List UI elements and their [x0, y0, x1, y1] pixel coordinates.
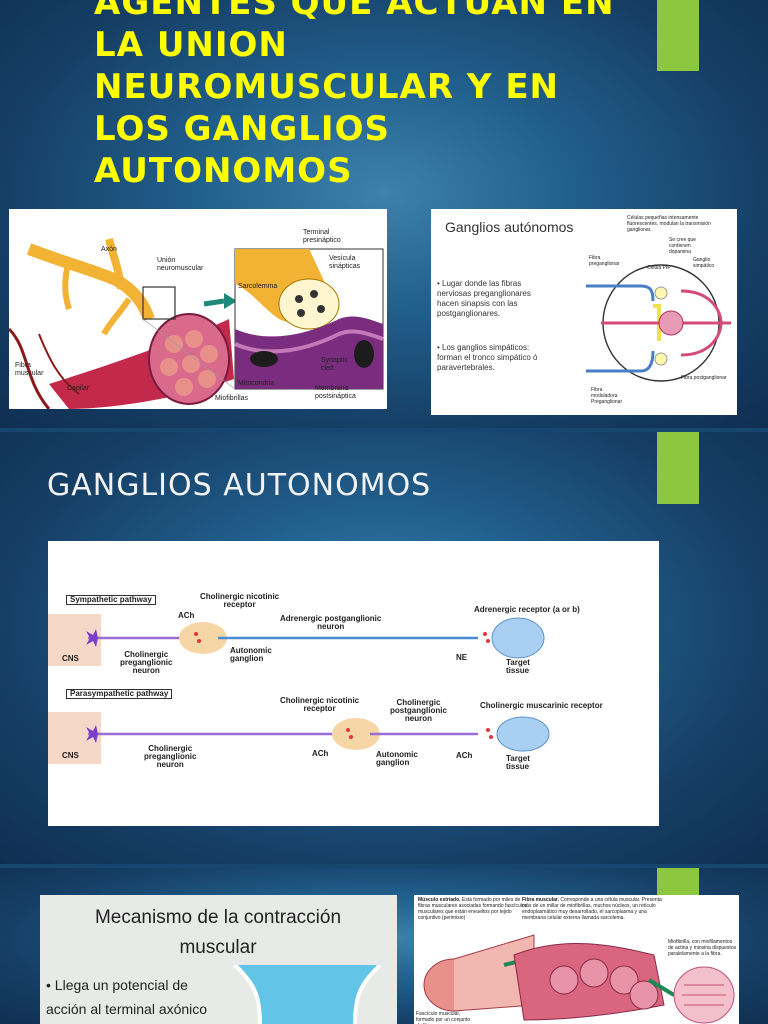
- label-post: Fibra postganglionar: [681, 375, 727, 381]
- label-nic-receptor-2: Cholinergic nicotinic receptor: [280, 696, 360, 713]
- label-miofibrillas: Miofibrillas: [215, 395, 249, 402]
- box-parasympathetic: Parasympathetic pathway: [66, 689, 173, 699]
- contraction-slide: Mecanismo de la contracción muscular • L…: [40, 895, 397, 1024]
- label-ach-1: ACh: [178, 611, 195, 620]
- label-mitocondria: Mitocondria: [238, 380, 275, 387]
- label-cns-1: CNS: [62, 654, 79, 663]
- pathway-diagram: Sympathetic pathway Parasympathetic path…: [48, 541, 659, 826]
- box-sympathetic: Sympathetic pathway: [66, 595, 156, 605]
- label-ne: NE: [456, 653, 468, 662]
- accent-bar: [657, 432, 699, 504]
- contraction-bullet: • Llega un potencial de acción al termin…: [46, 977, 208, 1017]
- label-target-2: Target tissue: [506, 754, 530, 771]
- ganglia-image: Ganglios autónomos • Lugar donde las fib…: [431, 209, 737, 415]
- musculo-label: Músculo estriado. Está formado por miles…: [418, 897, 528, 921]
- ganglia-title: Ganglios autónomos: [445, 219, 574, 235]
- terminal-shape: [233, 965, 382, 1024]
- nmj-illustration: [9, 238, 384, 409]
- label-fibra: Fibra muscular: [15, 362, 44, 377]
- slide-3: Mecanismo de la contracción muscular • L…: [0, 868, 768, 1024]
- label-dop: Se cree que contienen dopamina: [669, 237, 696, 255]
- label-cell-pif: Célula PIF: [647, 265, 671, 271]
- slide-1: AGENTES QUE ACTUAN EN LA UNION NEUROMUSC…: [0, 0, 768, 428]
- label-target-1: Target tissue: [506, 658, 530, 675]
- label-pre: Fibra preganglionar: [589, 255, 620, 267]
- label-union: Unión neuromuscular: [157, 257, 204, 272]
- label-adrenergic-receptor: Adrenergic receptor (a or b): [474, 605, 580, 614]
- muscle-drawing: [423, 934, 735, 1024]
- label-synaptic: Synaptic cleft: [321, 357, 348, 372]
- fibra-label: Fibra muscular. Corresponde a una célula…: [522, 897, 662, 921]
- contraction-title: Mecanismo de la contracción muscular: [94, 907, 342, 958]
- label-chol-pre-1: Cholinergic preganglionic neuron: [120, 650, 173, 675]
- label-chol-musc: Cholinergic muscarinic receptor: [480, 701, 603, 710]
- accent-bar: [657, 0, 699, 71]
- label-chol-pre-2: Cholinergic preganglionic neuron: [144, 744, 197, 769]
- label-autonomic-ganglion-1: Autonomic ganglion: [230, 646, 272, 663]
- label-vesicula: Vesícula sinápticas: [329, 255, 361, 270]
- slide-2: GANGLIOS AUTONOMOS Sympathetic pathway P…: [0, 432, 768, 864]
- label-gangl: Ganglio simpático: [693, 257, 715, 269]
- label-adrenergic-post: Adrenergic postganglionic neuron: [280, 614, 382, 631]
- label-cns-2: CNS: [62, 751, 79, 760]
- pathway-svg: [48, 614, 550, 764]
- ganglia-bullet-1: • Lugar donde las fibras nerviosas prega…: [437, 279, 531, 318]
- label-mod: Fibra moduladora Preganglionar: [591, 387, 623, 405]
- muscle-structure-image: Músculo estriado. Está formado por miles…: [414, 895, 739, 1024]
- label-sarcolema: Sarcolemma: [238, 283, 278, 290]
- label-capilar: Capilar: [67, 385, 90, 392]
- ganglia-diagram: [586, 264, 731, 382]
- label-ach-2: ACh: [312, 749, 329, 758]
- label-autonomic-ganglion-2: Autonomic ganglion: [376, 750, 418, 767]
- label-axon: Axón: [101, 246, 117, 253]
- label-chol-post: Cholinergic postganglionic neuron: [390, 698, 447, 723]
- miofibrilla-label: Miofibrilla, con miofilamentos de actina…: [668, 939, 737, 957]
- label-membrana: Membrana postsináptica: [315, 385, 356, 400]
- ganglia-bullet-2: • Los ganglios simpáticos: forman el tro…: [437, 343, 538, 372]
- slide-title: AGENTES QUE ACTUAN EN LA UNION NEUROMUSC…: [94, 0, 615, 191]
- label-ach-3: ACh: [456, 751, 473, 760]
- nmj-image: Axón Unión neuromuscular Fibra muscular …: [9, 209, 387, 409]
- label-terminal: Terminal presináptico: [303, 229, 341, 244]
- label-cells: Células pequeñas intensamente fluorescen…: [627, 215, 711, 233]
- slide-title: GANGLIOS AUTONOMOS: [47, 468, 432, 503]
- label-nic-receptor-1: Cholinergic nicotinic receptor: [200, 592, 280, 609]
